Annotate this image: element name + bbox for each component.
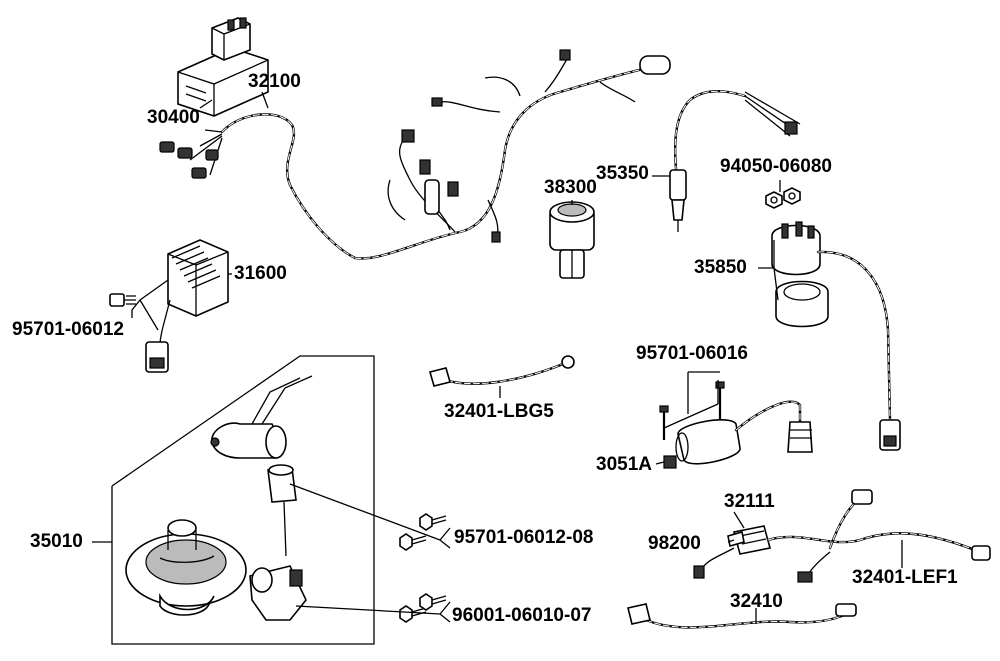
ignition-coil-3051a xyxy=(663,400,813,469)
nuts-94050-06080 xyxy=(765,187,801,209)
ground-strap-32401-lbg5 xyxy=(429,355,575,387)
label-32401-lbg5: 32401-LBG5 xyxy=(444,401,554,422)
label-95701-06012-08: 95701-06012-08 xyxy=(454,527,594,548)
sub-harness-32111 xyxy=(693,489,991,583)
regulator-31600 xyxy=(145,239,229,373)
bolt-95701-06012 xyxy=(109,293,136,307)
label-35350: 35350 xyxy=(596,163,649,184)
cable-32410 xyxy=(627,603,857,629)
label-35010: 35010 xyxy=(30,531,83,552)
label-96001-06010-07: 96001-06010-07 xyxy=(452,605,592,626)
label-31600: 31600 xyxy=(234,263,287,284)
label-32111: 32111 xyxy=(724,491,775,512)
screw-96001-06010-07 xyxy=(399,593,447,623)
bolts-95701-06016 xyxy=(659,381,725,440)
lock-set-35010 xyxy=(111,355,375,645)
label-98200: 98200 xyxy=(648,533,701,554)
switch-38300 xyxy=(549,201,595,279)
screw-95701-06012-08 xyxy=(399,513,447,551)
label-35850: 35850 xyxy=(694,257,747,278)
clamp-98200 xyxy=(727,530,745,548)
label-94050-06080: 94050-06080 xyxy=(720,156,832,177)
starter-relay-35850 xyxy=(771,221,901,451)
leader-lines xyxy=(92,91,903,624)
label-38300: 38300 xyxy=(544,177,597,198)
label-32410: 32410 xyxy=(730,591,783,612)
relay-box-30400 xyxy=(177,17,269,117)
label-95701-06016: 95701-06016 xyxy=(636,343,748,364)
label-32401-lef1: 32401-LEF1 xyxy=(852,567,958,588)
label-3051a: 3051A xyxy=(596,454,652,475)
sensor-35350 xyxy=(669,90,801,232)
label-95701-06012: 95701-06012 xyxy=(12,319,124,340)
label-32100: 32100 xyxy=(248,71,301,92)
label-30400: 30400 xyxy=(147,107,200,128)
wire-harness-32100 xyxy=(159,49,671,260)
